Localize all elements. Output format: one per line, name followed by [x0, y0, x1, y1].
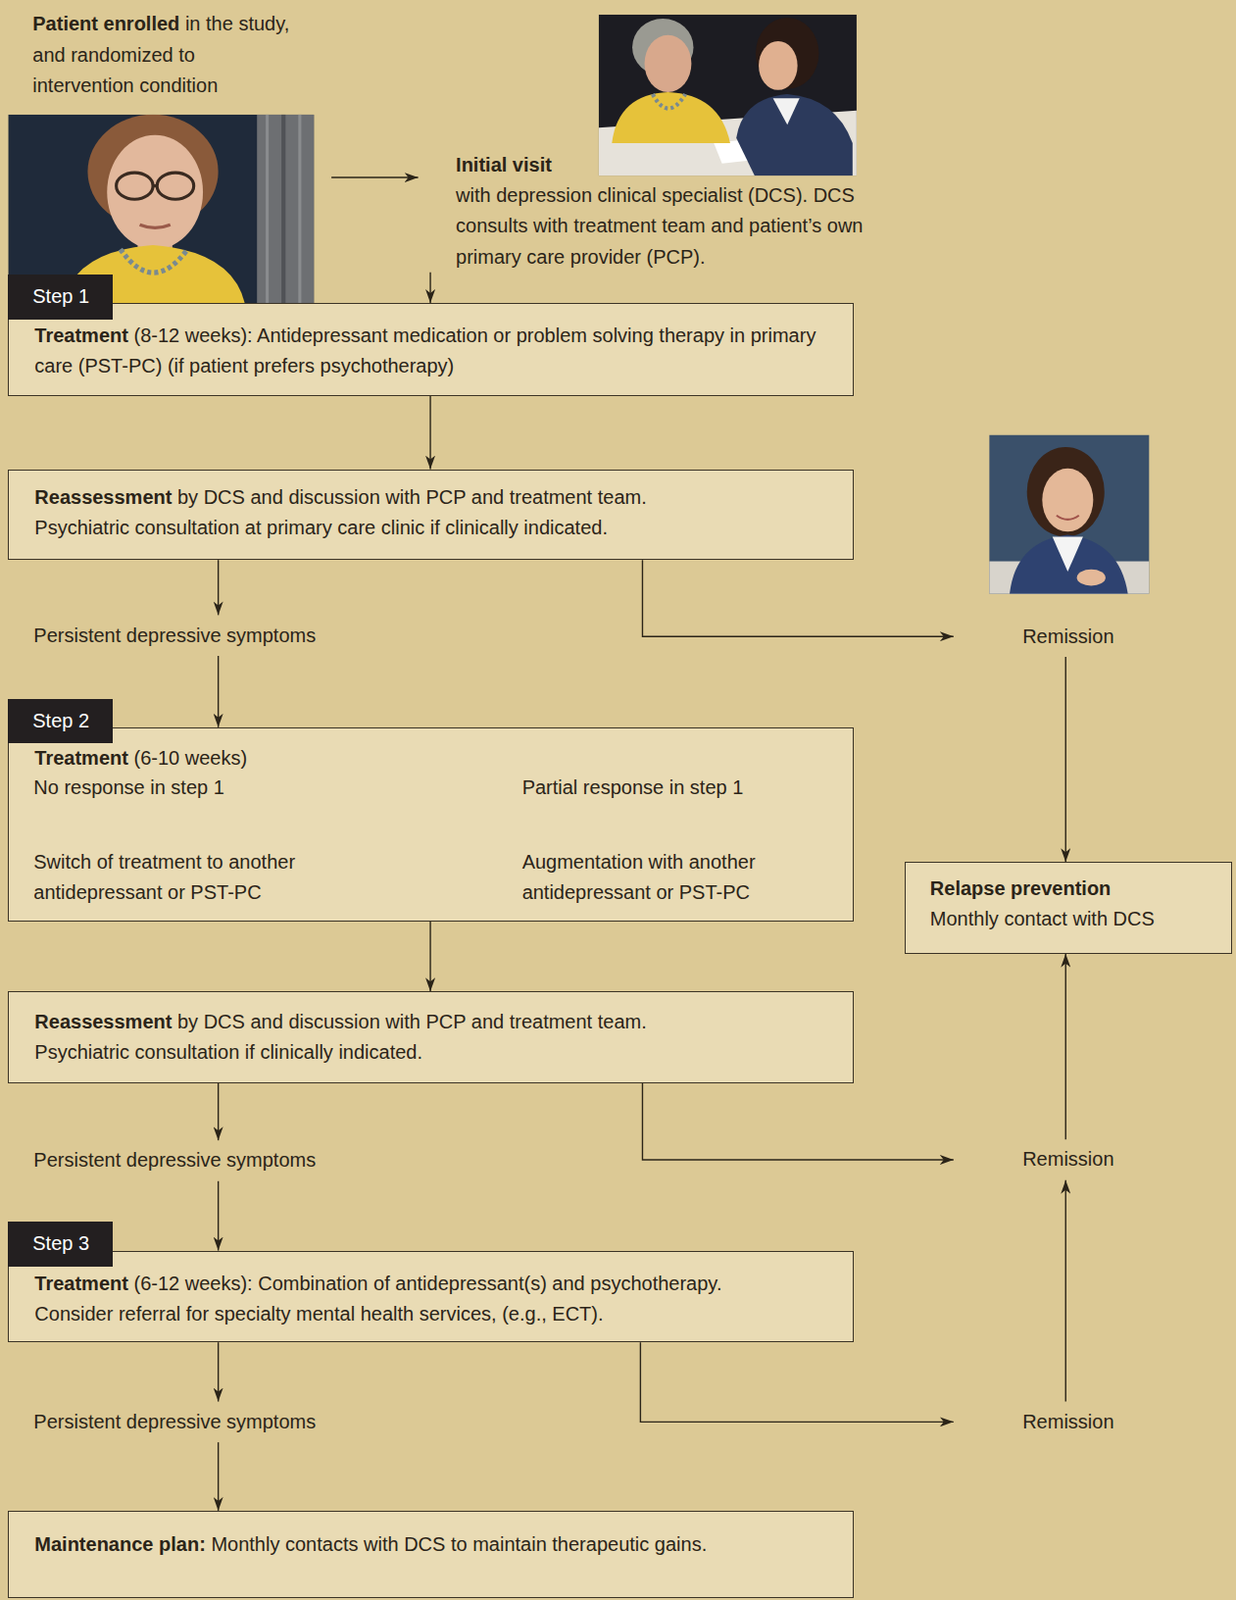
flow-text: Remission — [953, 615, 1184, 657]
body-text: (8-12 weeks): Antidepressant medication … — [34, 324, 816, 377]
body-text: Switch of treatment to another antidepre… — [33, 846, 396, 908]
body-text: Monthly contacts with DCS to maintain th… — [210, 1532, 707, 1555]
flow-arrow — [429, 921, 431, 992]
flow-arrow — [642, 1083, 953, 1160]
flow-arrow — [217, 1341, 219, 1401]
body-text: Persistent depressive symptoms — [33, 1406, 365, 1437]
consultation-photo — [598, 14, 857, 176]
heading-text: Initial visit — [455, 149, 875, 181]
flow-arrow — [429, 272, 431, 303]
flow-text: Patient enrolledin the study, and random… — [7, 4, 332, 303]
flow-arrow — [217, 655, 219, 728]
flow-arrow — [217, 559, 219, 615]
heading-text: Reassessment — [34, 486, 172, 508]
heading-text: Relapse prevention — [930, 873, 1222, 904]
process-box: Step 3Treatment(6-12 weeks): Combination… — [7, 1250, 854, 1343]
flow-text: Augmentation with another antidepressant… — [516, 843, 843, 910]
body-text: by DCS and discussion with PCP and treat… — [177, 486, 647, 508]
heading-text: Treatment — [34, 324, 129, 347]
body-text: Psychiatric consultation at primary care… — [34, 512, 841, 544]
flow-arrow — [1065, 656, 1067, 862]
body-text: with depression clinical specialist (DCS… — [455, 180, 875, 273]
body-text: Remission — [953, 1406, 1184, 1437]
step-tab: Step 1 — [7, 274, 113, 320]
process-box: Relapse preventionMonthly contact with D… — [904, 861, 1233, 954]
flow-text: Remission — [953, 1401, 1184, 1443]
flow-arrow — [331, 176, 418, 178]
body-text: (6-12 weeks): Combination of antidepress… — [134, 1272, 723, 1294]
flow-text: Initial visitwith depression clinical sp… — [418, 149, 885, 273]
flow-text: Switch of treatment to another antidepre… — [28, 843, 396, 910]
body-text: (6-10 weeks) — [134, 746, 248, 769]
body-text: Partial response in step 1 — [522, 772, 824, 803]
flow-text: No response in step 1 — [28, 772, 335, 803]
process-box: Step 2Treatment(6-10 weeks)No response i… — [7, 727, 854, 922]
process-box: Reassessmentby DCS and discussion with P… — [7, 469, 854, 561]
heading-text: Treatment — [34, 1272, 129, 1294]
flow-arrow — [217, 1441, 219, 1511]
flow-arrow — [217, 1181, 219, 1251]
flow-text: Persistent depressive symptoms — [28, 614, 365, 656]
process-box: Maintenance plan:Monthly contacts with D… — [7, 1510, 854, 1598]
step-tab: Step 2 — [7, 698, 113, 744]
flow-arrow — [429, 395, 431, 470]
body-text: Persistent depressive symptoms — [33, 1144, 365, 1176]
body-text: by DCS and discussion with PCP and treat… — [177, 1010, 647, 1033]
flow-arrow — [640, 1341, 953, 1422]
heading-text: Maintenance plan: — [34, 1532, 205, 1555]
flow-text: Partial response in step 1 — [516, 772, 823, 803]
process-box: Step 1Treatment(8-12 weeks): Antidepress… — [7, 302, 854, 396]
flow-arrow — [1065, 953, 1067, 1139]
heading-text: Patient enrolled — [32, 12, 180, 35]
flow-text: Persistent depressive symptoms — [28, 1401, 365, 1443]
heading-text: Treatment — [34, 746, 129, 769]
body-text: Psychiatric consultation if clinically i… — [34, 1037, 841, 1068]
body-text: Augmentation with another antidepressant… — [522, 846, 844, 908]
flow-text: Persistent depressive symptoms — [28, 1139, 365, 1182]
flow-arrow — [1065, 1180, 1067, 1402]
flow-arrow — [642, 559, 953, 637]
body-text: Consider referral for specialty mental h… — [34, 1298, 841, 1330]
process-box: Reassessmentby DCS and discussion with P… — [7, 990, 854, 1084]
flow-arrow — [217, 1083, 219, 1140]
specialist-photo — [988, 435, 1149, 594]
flow-text: Remission — [953, 1138, 1184, 1181]
body-text: Remission — [953, 621, 1184, 652]
step-tab: Step 3 — [7, 1221, 113, 1267]
body-text: Remission — [953, 1143, 1184, 1175]
body-text: No response in step 1 — [33, 772, 335, 803]
heading-text: Reassessment — [34, 1010, 172, 1033]
body-text: Persistent depressive symptoms — [33, 620, 365, 651]
body-text: Monthly contact with DCS — [930, 903, 1222, 935]
